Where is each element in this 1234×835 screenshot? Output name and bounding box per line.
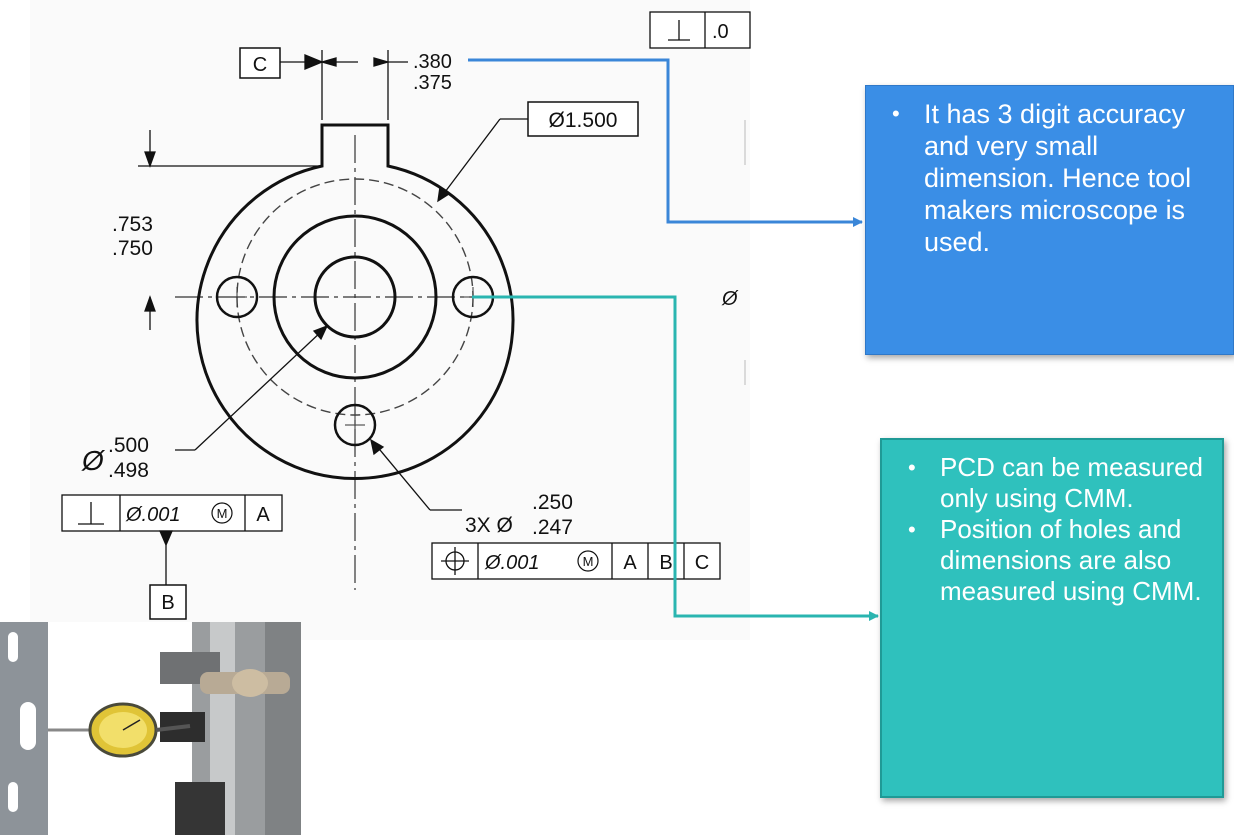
side-partial-symbol: Ø <box>721 288 739 310</box>
pcd-leader <box>437 118 528 203</box>
datum-b-box <box>149 584 187 620</box>
slot-dimension <box>280 50 408 120</box>
bore-control-frame: Ø.001 M A <box>61 494 283 532</box>
hub-circle <box>272 214 438 380</box>
blue-callout-bullet: It has 3 digit accuracy and very small d… <box>866 98 1233 258</box>
outer-profile <box>195 123 515 480</box>
height-dimension <box>138 130 322 330</box>
bore-lower: .498 <box>108 459 149 482</box>
top-partial-frame: .0 <box>649 11 751 49</box>
holes-upper: .250 <box>532 491 573 514</box>
bolt-holes <box>215 275 495 447</box>
bore-symbol: Ø <box>81 445 106 476</box>
datum-c-box <box>239 47 281 79</box>
teal-callout-box: PCD can be measured only using CMM. Posi… <box>880 438 1224 798</box>
svg-text:Ø.001: Ø.001 <box>484 552 539 574</box>
svg-text:B: B <box>659 552 672 574</box>
svg-text:M: M <box>217 506 228 521</box>
svg-text:A: A <box>623 552 637 574</box>
svg-text:M: M <box>583 554 594 569</box>
teal-leader-line <box>472 295 878 616</box>
svg-text:C: C <box>695 552 709 574</box>
bore-circle <box>313 255 397 339</box>
datum-c-label: C <box>253 54 267 76</box>
holes-count-label: 3X Ø <box>465 514 513 537</box>
bore-leader <box>175 324 329 451</box>
teal-callout-bullet-2: Position of holes and dimensions are als… <box>882 514 1222 607</box>
dial-indicator-photo <box>0 622 301 835</box>
height-lower: .750 <box>112 237 153 260</box>
teal-callout-bullet-1: PCD can be measured only using CMM. <box>882 452 1222 514</box>
svg-text:.0: .0 <box>712 21 729 43</box>
bore-upper: .500 <box>108 434 149 457</box>
svg-text:A: A <box>256 504 270 526</box>
holes-control-frame: Ø.001 M A B C <box>431 542 721 580</box>
teal-callout-list: PCD can be measured only using CMM. Posi… <box>882 452 1222 607</box>
slot-width-upper: .380 <box>413 51 452 73</box>
svg-text:Ø.001: Ø.001 <box>125 504 180 526</box>
holes-lower: .247 <box>532 516 573 539</box>
blue-leader-line <box>468 58 863 227</box>
height-upper: .753 <box>112 213 153 236</box>
datum-b-symbol <box>159 530 173 585</box>
datum-b-label: B <box>161 592 174 614</box>
blue-callout-list: It has 3 digit accuracy and very small d… <box>866 98 1233 258</box>
blue-callout-box: It has 3 digit accuracy and very small d… <box>865 85 1234 355</box>
holes-leader <box>370 438 462 511</box>
slot-width-lower: .375 <box>413 72 452 94</box>
pcd-callout-label: Ø1.500 <box>549 109 618 132</box>
